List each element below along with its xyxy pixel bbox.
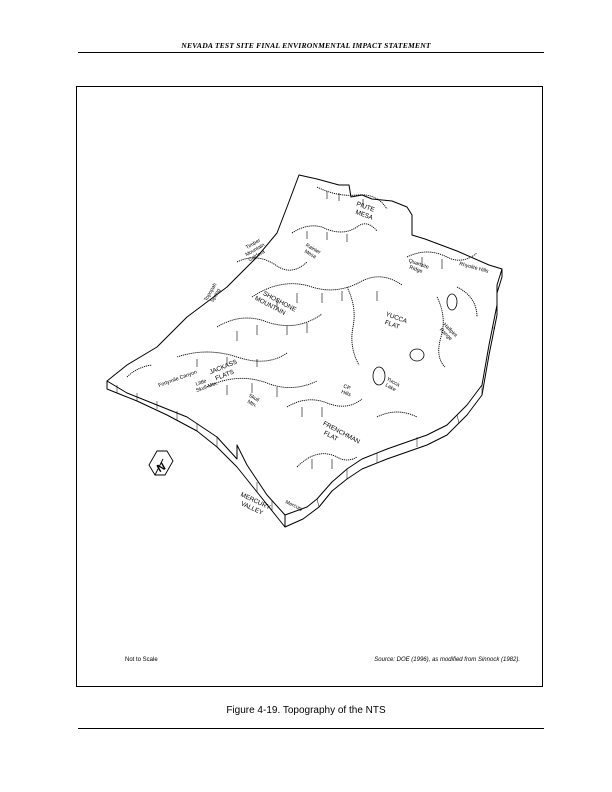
topography-map: PIUTE MESA Timber Mountain Caldera Raini… [106, 174, 503, 528]
map-side-hatching [116, 326, 496, 511]
not-to-scale-note: Not to Scale [125, 657, 158, 663]
yucca-lake-shape [372, 366, 386, 386]
north-arrow-icon: N [148, 450, 174, 476]
label-little-skull-mtn-1: Little [195, 378, 207, 387]
label-skull-mtn-1: Skull [247, 393, 260, 404]
map-top-surface [106, 174, 503, 516]
label-cp-hills-1: CP [342, 384, 351, 392]
label-skull-mtn-2: Mtn. [246, 399, 258, 409]
footer-rule [78, 728, 544, 729]
source-note: Source: DOE (1996), as modified from Sin… [374, 657, 520, 663]
frenchman-lake-shape [409, 348, 425, 362]
map-ridges [126, 186, 478, 468]
map-side-left [106, 381, 286, 528]
figure-frame: PIUTE MESA Timber Mountain Caldera Raini… [76, 86, 543, 687]
figure-caption: Figure 4-19. Topography of the NTS [226, 705, 386, 716]
label-cp-hills-2: Hills [340, 389, 352, 398]
map-side-bottom [284, 269, 503, 528]
page-header-title: NEVADA TEST SITE FINAL ENVIRONMENTAL IMP… [181, 41, 431, 50]
label-rainier-mesa-2: Mesa [303, 249, 317, 261]
header-rule [78, 52, 544, 53]
label-quartzite-ridge-2: Ridge [408, 265, 423, 275]
label-yucca-flat-2: FLAT [384, 319, 401, 331]
label-yucca-lake-2: Lake [384, 382, 397, 393]
map-hachures [196, 191, 443, 469]
